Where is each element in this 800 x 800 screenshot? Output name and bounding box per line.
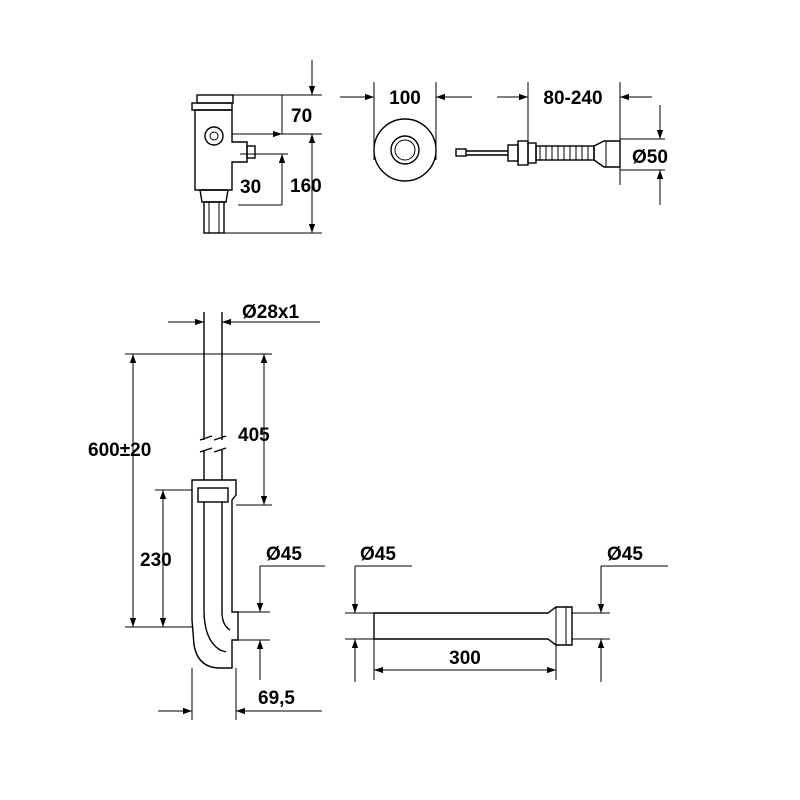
dim-pipe-upper-length: 405 — [238, 425, 270, 446]
dim-flush-pipe-diameter: Ø28x1 — [242, 302, 299, 323]
rosette-view: 100 — [340, 82, 472, 182]
dim-extension-outlet-diameter: Ø45 — [607, 544, 643, 565]
dim-flush-valve-offset: 30 — [240, 177, 261, 198]
dim-trap-outlet-diameter: Ø45 — [266, 544, 302, 565]
dim-wall-depth-range: 80-240 — [543, 88, 602, 109]
dim-trap-offset: 69,5 — [258, 688, 295, 709]
dim-flush-valve-top-height: 70 — [291, 106, 312, 127]
rosette-inner — [390, 135, 420, 165]
flush-valve-body — [191, 94, 256, 234]
rosette-outer — [373, 118, 437, 182]
dim-extension-length: 300 — [449, 648, 481, 669]
dim-push-button-diameter: Ø50 — [632, 147, 668, 168]
dim-extension-inlet-diameter: Ø45 — [360, 544, 396, 565]
push-button-view: 80-240 Ø50 — [455, 82, 668, 205]
extension-pipe-view: Ø45 Ø45 300 — [345, 544, 668, 682]
dim-flush-valve-height: 160 — [290, 176, 322, 197]
dim-rosette-diameter: 100 — [389, 88, 421, 109]
dim-total-height: 600±20 — [88, 440, 151, 461]
flush-valve-view: 70 160 30 — [191, 60, 322, 234]
extension-pipe — [373, 606, 573, 646]
trap-view: Ø28x1 600±20 405 230 Ø45 69,5 — [88, 302, 325, 720]
dim-trap-height: 230 — [140, 550, 172, 571]
